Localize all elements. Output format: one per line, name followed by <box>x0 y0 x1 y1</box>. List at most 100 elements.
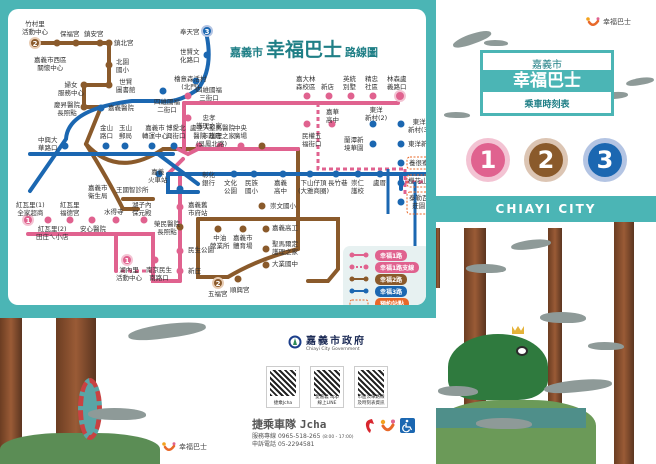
dolphin-illustration <box>451 27 493 51</box>
station-label: 崇文國小 <box>270 202 296 210</box>
qr-code-timetable[interactable]: 市區公車路線 及時刻表資訊 <box>354 366 388 408</box>
station-label: 玉山 郵局 <box>119 124 132 140</box>
qr-code-jcha[interactable]: 捷乘Jcha <box>266 366 300 408</box>
route-map-card: 2 3 <box>8 9 426 305</box>
svg-text:2: 2 <box>33 40 38 48</box>
station-label: 鎮安宮 <box>84 30 104 38</box>
station-label: 盧厝 <box>373 179 386 187</box>
legend-route1-branch: 幸福1路支線 <box>349 261 420 273</box>
map-title-main: 幸福巴士 <box>266 39 343 61</box>
station-label: 嘉義醫院 <box>108 104 134 112</box>
tree-trunk <box>614 222 634 464</box>
station-label: 水得寺 <box>104 208 124 216</box>
station-label: 忠孝 護理之家 <box>196 114 222 130</box>
station-label: 民族 國小 <box>245 179 258 195</box>
station-label: 英統 別墅 <box>343 75 356 91</box>
station-label: 中興大 華路口 <box>38 136 58 152</box>
route-badge-3: 3 <box>583 138 627 182</box>
station-label: 蘭潭新 境華園 <box>344 136 364 152</box>
station-label: 嘉華 高中 <box>326 108 339 124</box>
station-label: 世賢 圖書館 <box>116 78 136 94</box>
dolphin-illustration <box>588 342 624 350</box>
route-badge-2: 2 <box>524 138 568 182</box>
tree-trunk <box>0 318 22 464</box>
svg-text:3: 3 <box>205 28 210 36</box>
station-label: 聖馬醫院 護理之家 <box>209 124 235 140</box>
station-label: 安心醫院 <box>80 225 106 233</box>
map-title-city: 嘉義市 <box>230 46 263 59</box>
station-label: 嘉義 火車站 <box>148 168 168 184</box>
grass <box>0 433 160 464</box>
contact-block: 嘉義市政府 Chiayi City Government 捷乘Jcha 愛嘉義 … <box>230 318 436 464</box>
station-label: 嘉義市 衛生局 <box>88 184 108 200</box>
station-label: 四維國福 二街口 <box>154 98 180 114</box>
complaint-line: 申訴電話 05-2294581 <box>252 441 315 448</box>
dolphin-illustration <box>476 418 532 429</box>
reservation-station-label: 養很寮 <box>409 159 426 167</box>
front-cover: 幸福巴士 嘉義市 幸福巴士 乘車時刻表 1 2 3 CHIAYI CITY <box>436 0 656 464</box>
map-title-suffix: 路線圖 <box>345 46 379 59</box>
station-label: 紅瓦里(1) 全家超商 <box>16 201 45 217</box>
station-label: 彰化 銀行 <box>202 171 215 187</box>
station-label: 紅瓦里 福德宮 <box>60 201 80 217</box>
legend-route3: 幸福3路 <box>349 285 408 297</box>
station-label: 南京民生 南路口 <box>146 266 172 282</box>
station-label: 下山仔頂 (大雅商圈) <box>298 179 330 195</box>
station-label: 新店 <box>321 83 334 91</box>
station-label: 四維國福 三街口 <box>196 86 222 102</box>
crown-icon <box>512 326 524 334</box>
station-label: 嘉義市 轉運中心 <box>142 124 168 140</box>
dolphin-illustration <box>88 408 146 420</box>
gov-name: 嘉義市政府 <box>306 336 366 347</box>
legend-reservation: 預約站點 <box>349 297 410 305</box>
station-label: 湖子內 保元殿 <box>132 201 152 217</box>
route-map-panel: 2 3 <box>0 0 436 318</box>
frog-eye <box>516 346 528 356</box>
station-label: 竹村里 活動中心 <box>22 20 48 36</box>
cover-title-box: 嘉義市 幸福巴士 乘車時刻表 <box>480 50 614 116</box>
cover-title: 幸福巴士 <box>483 70 611 92</box>
qr-icon <box>270 370 296 396</box>
gov-name-en: Chiayi City Government <box>306 347 360 352</box>
station-label: 文化 公園 <box>224 179 237 195</box>
station-label: 紅瓦里(2) 田庄ㄟ小店 <box>36 225 69 241</box>
city-name-band: CHIAYI CITY <box>436 196 656 222</box>
reservation-station-label: 泰勒瓦 莊園 <box>409 194 426 210</box>
station-label: 王國智診所 <box>116 186 149 194</box>
hotline: 服務專線 0965-518-265 (8:00 - 17:00) <box>252 433 354 440</box>
happy-bus-logo-icon <box>380 419 395 432</box>
station-label: 大業國中 <box>272 260 298 268</box>
station-label: 榮民醫院 長照點 <box>154 220 180 236</box>
wheelchair-accessible-icon <box>400 418 415 433</box>
station-label: 林森盧 義路口 <box>387 75 407 91</box>
dolphin-illustration <box>127 318 207 344</box>
cover-subtitle: 乘車時刻表 <box>524 100 570 110</box>
brand-logo: 幸福巴士 <box>586 17 631 27</box>
station-label: 嘉義舊 市府站 <box>188 201 208 217</box>
svg-text:1: 1 <box>125 257 130 265</box>
station-label: 鎮北宮 <box>114 39 134 47</box>
brand-logo-small: 幸福巴士 <box>162 442 207 452</box>
station-label: 盧亞人 醫院 <box>190 124 210 140</box>
qr-code-app[interactable]: 愛嘉義 app 線上LINE <box>310 366 344 408</box>
station-label: 市政府 (吳鳳北路) <box>196 132 228 148</box>
brand-u-icon <box>162 442 176 451</box>
taiwan-bus-logo-icon <box>365 419 374 433</box>
station-label: 奉天宮 <box>180 28 200 36</box>
station-label: 嘉義 高中 <box>274 179 287 195</box>
station-label: 嘉義高工 <box>272 224 298 232</box>
station-label: 民權五 福街口 <box>302 132 322 148</box>
legend-route2: 幸福2路 <box>349 273 408 285</box>
station-label: 順興宮 <box>230 286 250 294</box>
station-label: 新庄 <box>188 267 201 275</box>
dolphin-illustration <box>438 386 478 396</box>
station-label: 博愛北 興街口 <box>166 124 186 140</box>
dolphin-illustration <box>444 112 470 118</box>
map-legend: 幸福1路 幸福1路支線 幸福2路 幸福3路 預約站點 <box>343 246 426 305</box>
dolphin-illustration <box>510 237 552 252</box>
dolphin-illustration <box>540 312 586 323</box>
station-label: 東洋 新村(2) <box>365 106 388 122</box>
station-label: 湖內里 活動中心 <box>116 266 142 282</box>
station-label: 婦女 服務中心 <box>58 81 84 97</box>
